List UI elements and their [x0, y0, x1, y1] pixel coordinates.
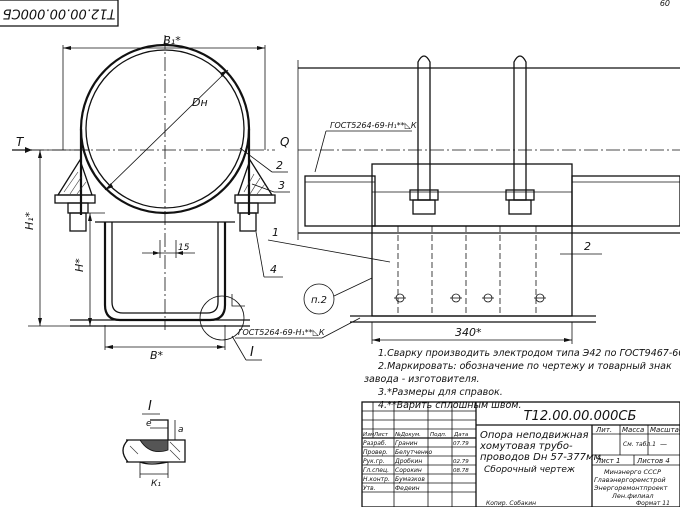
notes: 1.Сварку производить электродом типа Э42… — [364, 348, 680, 411]
note-2: 2.Маркировать: обозначение по чертежу и … — [378, 361, 672, 372]
tb-name: Гранин — [395, 440, 418, 447]
tb-h-izm: Изм — [363, 432, 374, 438]
weld-notes: ГОСТ5264-69-Н₁**◺К ГОСТ5264-69-Н₁**◺К — [235, 121, 417, 339]
page-number: 60 — [660, 0, 670, 8]
weld-note-bottom: ГОСТ5264-69-Н₁**◺К — [238, 328, 325, 337]
tb-title-1: Опора неподвижная — [480, 430, 589, 441]
tb-date: 02.79 — [453, 459, 469, 465]
label-t: Т — [16, 135, 25, 149]
tb-name: Дробкин — [394, 458, 422, 465]
title-block: Изм Лист №Докум. Подп. Дата Разраб. Гран… — [361, 401, 680, 507]
dim-h1: Н₁* — [23, 211, 36, 230]
tb-title-2: хомутовая трубо- — [479, 440, 573, 452]
tb-date: 08.78 — [453, 468, 469, 474]
dim-b: В* — [150, 349, 164, 362]
corner-code-stamp: Т12.00.00.000СБ — [0, 0, 119, 27]
weld-note-top: ГОСТ5264-69-Н₁**◺К — [330, 121, 417, 130]
tb-sheets: Листов 4 — [636, 457, 670, 465]
weld-detail: I е а К₁ — [122, 399, 186, 489]
callout-3: 3 — [278, 179, 285, 192]
tb-role: Утв. — [363, 485, 376, 492]
callout-2-right: 2 — [584, 240, 591, 253]
tb-mass: Масса — [622, 426, 644, 434]
tb-name: Федеин — [395, 485, 420, 492]
dim-e: е — [146, 419, 152, 429]
bolt-holes — [394, 293, 546, 303]
tb-role: Гл.спец. — [363, 467, 389, 474]
tb-designation: Т12.00.00.000СБ — [524, 409, 637, 424]
tb-h-list: Лист — [373, 432, 389, 438]
tb-lit: Лит. — [595, 426, 612, 434]
tb-doc-type: Сборочный чертеж — [484, 465, 576, 475]
dim-340: 340* — [455, 326, 482, 339]
note-1: 1.Сварку производить электродом типа Э42… — [378, 348, 680, 359]
tb-h-date: Дата — [453, 432, 469, 438]
note-4: 4.**Варить сплошным швом. — [378, 400, 521, 411]
tb-roles: Разраб. Гранин 07.79 Провер. Белутченко … — [363, 440, 469, 492]
tb-name: Сорокин — [395, 467, 422, 474]
tb-scale: Масштаб — [650, 426, 680, 434]
tb-scale-value: — — [660, 440, 667, 448]
tb-name: Белутченко — [395, 449, 432, 456]
tb-format: Формат 11 — [636, 500, 670, 507]
dim-k1: К₁ — [151, 479, 161, 489]
dim-dn: Dн — [192, 96, 208, 109]
detail-mark-main: I — [250, 345, 254, 360]
note-3: 3.*Размеры для справок. — [378, 387, 503, 398]
callout-1: 1 — [272, 226, 279, 239]
callout-p2: п.2 — [311, 295, 327, 306]
left-view: В₁* Dн — [12, 34, 290, 362]
tb-title-3: проводов Dн 57-377мм. — [480, 452, 604, 463]
tb-org-1: Минэнерго СССР — [604, 468, 661, 476]
tb-name: Бумазков — [395, 476, 425, 483]
tb-role: Разраб. — [363, 440, 387, 447]
callout-4: 4 — [270, 263, 277, 276]
tb-date: 07.79 — [453, 441, 469, 447]
tb-org-4: Лен.филиал — [611, 492, 654, 500]
note-2b: завода - изготовителя. — [364, 374, 479, 385]
tb-role: Рук.гр. — [363, 458, 385, 465]
right-view: Q — [267, 55, 680, 344]
tb-h-doc: №Докум. — [394, 432, 421, 438]
corner-code: Т12.00.00.000СБ — [3, 6, 116, 21]
dim-a: а — [178, 425, 184, 435]
dim-15: 15 — [178, 243, 190, 253]
label-q: Q — [280, 135, 289, 149]
tb-mass-value: См. табл.1 — [623, 441, 656, 448]
dim-b1: В₁* — [163, 34, 181, 47]
tb-h-sign: Подп. — [430, 432, 447, 438]
detail-mark-view: I — [148, 399, 152, 414]
tb-copy: Копир. Собакин — [486, 500, 536, 507]
dim-h: Н* — [73, 258, 86, 272]
tb-sheet: Лист 1 — [595, 457, 620, 465]
tb-org-2: Главэнергоремстрой — [594, 476, 666, 484]
tb-org-3: Энергоремонтпроект — [593, 484, 668, 492]
callout-2-left: 2 — [276, 159, 283, 172]
tb-role: Провер. — [363, 449, 388, 456]
tb-role: Н.контр. — [363, 476, 390, 483]
left-ear-hatch — [63, 171, 266, 195]
